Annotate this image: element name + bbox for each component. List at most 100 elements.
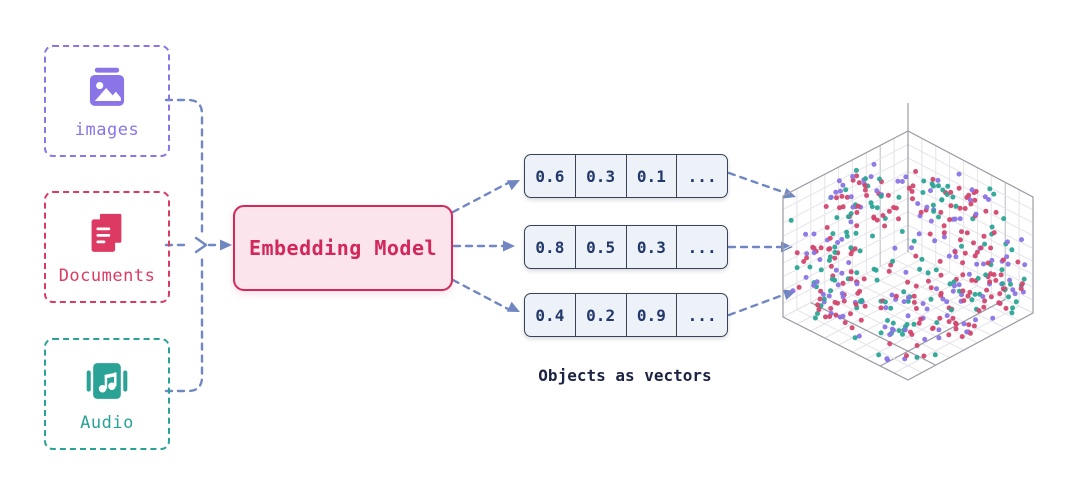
scatter-point: [961, 298, 967, 304]
scatter-point: [936, 183, 941, 189]
scatter-point: [826, 258, 832, 263]
scatter-point: [998, 272, 1004, 278]
scatter-point: [861, 276, 867, 282]
scatter-point: [878, 193, 884, 199]
scatter-point: [967, 289, 973, 295]
scatter-point: [878, 305, 884, 311]
arrowhead-icon: [506, 301, 520, 312]
scatter-point: [1018, 286, 1024, 292]
scatter-point: [956, 171, 962, 177]
arrowhead-icon: [220, 239, 232, 251]
scatter-point: [948, 189, 954, 195]
scatter-point: [991, 191, 997, 197]
scatter-point: [929, 181, 935, 187]
scatter-point: [987, 186, 993, 192]
scatter-point: [964, 230, 970, 236]
scatter-point: [835, 240, 841, 245]
scatter-point: [810, 244, 816, 250]
scatter-point: [985, 260, 991, 266]
scatter-point: [936, 327, 942, 333]
scatter-point: [972, 253, 978, 259]
scatter-point: [803, 274, 809, 280]
scatter-point: [937, 315, 943, 321]
scatter-point: [811, 231, 817, 237]
scatter-point: [974, 261, 980, 267]
scatter-point: [941, 230, 947, 236]
scatter-point: [988, 245, 994, 251]
scatter-point: [858, 317, 864, 323]
scatter-point: [1003, 305, 1009, 311]
scatter-point: [848, 194, 854, 200]
scatter-point: [983, 272, 989, 278]
scatter-point: [928, 296, 934, 302]
scatter-point: [974, 249, 980, 255]
scatter-point: [828, 306, 834, 311]
scatter-point: [947, 217, 953, 223]
scatter-point: [989, 224, 995, 230]
vector-cell: 0.9: [625, 294, 677, 336]
scatter-point: [981, 304, 987, 310]
vector-cell-ellipsis: ...: [676, 226, 727, 268]
scatter-point: [850, 177, 856, 183]
scatter-point: [953, 320, 959, 326]
connector-vector-1-to-plot: [727, 171, 785, 194]
scatter-point: [919, 256, 925, 262]
connector-model-to-vector-1: [451, 181, 510, 214]
scatter-point: [842, 320, 848, 326]
scatter-point: [1021, 276, 1027, 282]
scatter-point: [1019, 237, 1024, 243]
scatter-point: [1001, 216, 1007, 222]
scatter-point: [934, 320, 940, 326]
scatter-point: [843, 187, 849, 193]
scatter-point: [880, 213, 886, 218]
scatter-point: [991, 230, 997, 236]
vector-cell: 0.6: [535, 166, 565, 186]
scatter-point: [903, 269, 909, 275]
scatter-point: [924, 306, 930, 312]
scatter-point: [1009, 310, 1015, 316]
scatter-point: [914, 343, 920, 348]
scatter-point: [876, 352, 882, 358]
scatter-point: [980, 294, 986, 299]
scatter-point: [900, 331, 905, 337]
scatter-point: [946, 253, 952, 259]
scatter-point: [874, 217, 880, 223]
scatter-point: [839, 236, 845, 242]
objects-as-vectors-caption: Objects as vectors: [538, 366, 712, 385]
scatter-point: [971, 323, 977, 329]
scatter-point: [828, 288, 834, 294]
scatter-point: [815, 302, 821, 308]
vector-cell: 0.3: [574, 155, 626, 197]
scatter-point: [888, 262, 894, 268]
scatter-point: [893, 205, 899, 211]
scatter-point: [1012, 291, 1018, 297]
scatter-point: [969, 277, 975, 283]
scatter-point: [957, 205, 963, 211]
scatter-point: [925, 278, 931, 284]
scatter-point: [962, 206, 968, 211]
scatter-point: [869, 204, 875, 210]
scatter-point: [972, 197, 978, 203]
scatter-point: [999, 267, 1005, 273]
scatter-point: [930, 325, 936, 331]
scatter-point: [953, 254, 959, 260]
scatter-point: [827, 314, 833, 319]
scatter-point: [833, 189, 839, 195]
scatter-point: [969, 297, 975, 303]
scatter-point: [1000, 257, 1006, 263]
scatter-point: [848, 245, 854, 251]
scatter-point: [1005, 239, 1010, 245]
scatter-point: [816, 307, 822, 312]
scatter-point: [835, 300, 840, 306]
scatter-point: [854, 223, 860, 229]
scatter-point: [836, 178, 842, 184]
scatter-point: [823, 314, 828, 320]
scatter-point: [993, 209, 999, 215]
vector-row-3: 0.4 0.2 0.9 ...: [524, 293, 728, 337]
scatter-point: [850, 204, 856, 210]
scatter-point: [934, 286, 939, 292]
scatter-point: [835, 282, 841, 288]
scatter-point: [889, 292, 895, 298]
scatter-point: [896, 328, 902, 334]
scatter-point: [874, 188, 880, 194]
